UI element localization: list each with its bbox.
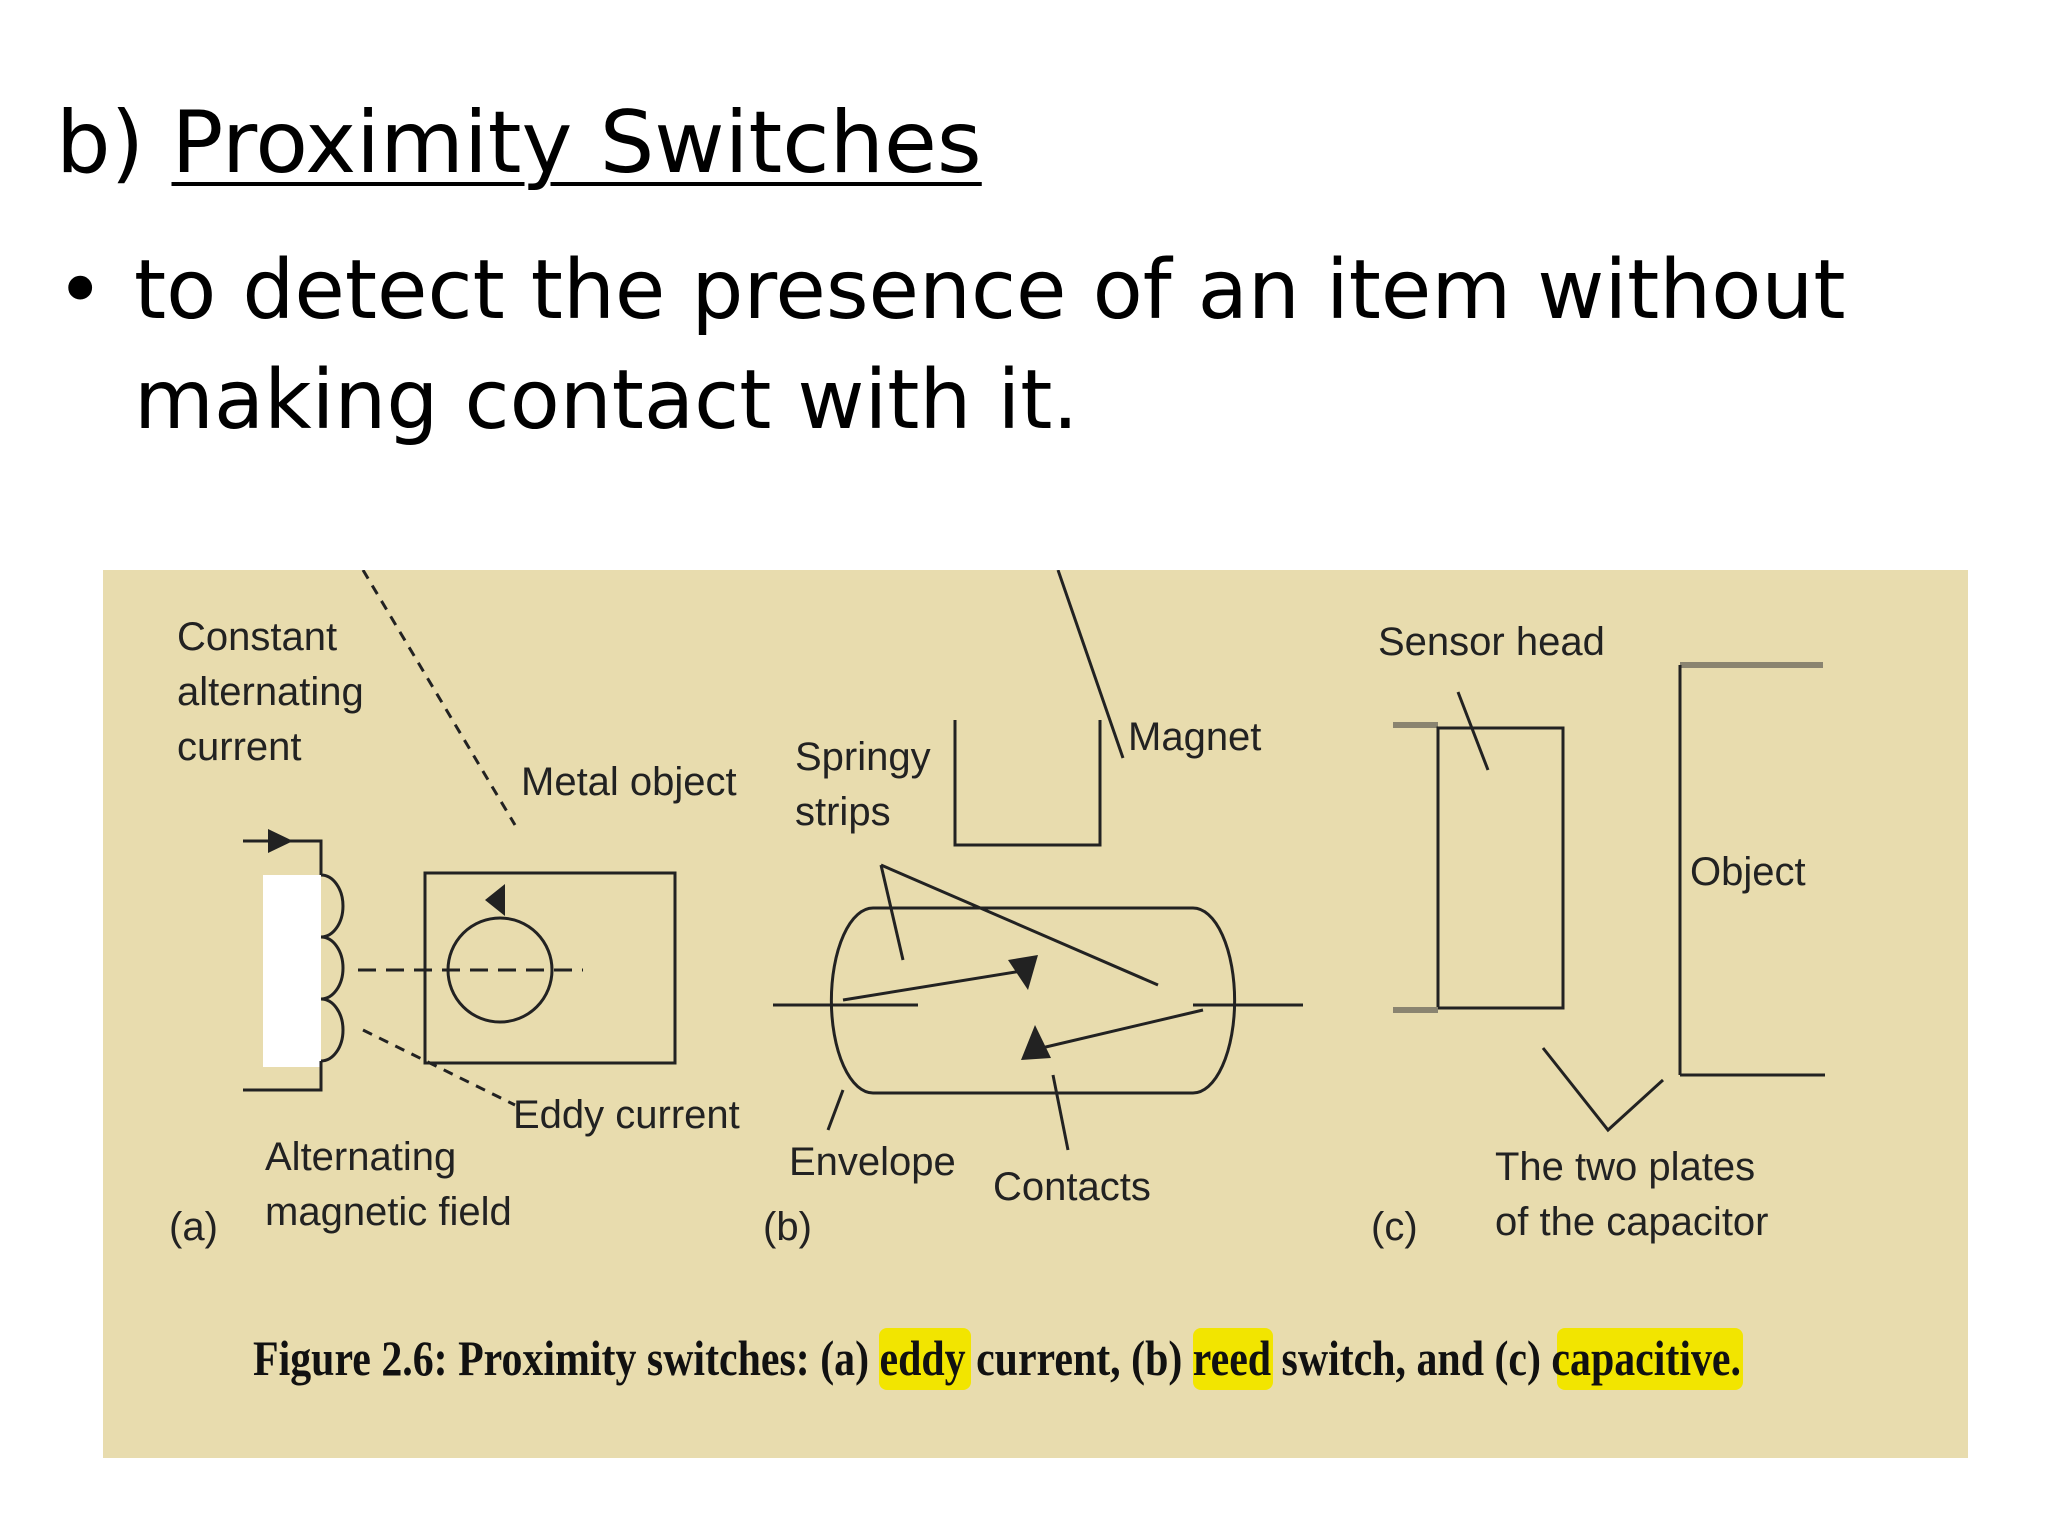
title-prefix: b) bbox=[56, 93, 145, 193]
label-plates-1: The two plates bbox=[1495, 1145, 1755, 1189]
label-contacts: Contacts bbox=[993, 1165, 1151, 1209]
springy-leader-1 bbox=[879, 864, 905, 961]
label-magnet: Magnet bbox=[1128, 715, 1261, 759]
label-constant-2: alternating bbox=[177, 670, 364, 714]
caption-part-3: switch, and (c) bbox=[1271, 1330, 1551, 1386]
caption-part-2: current, (b) bbox=[966, 1330, 1193, 1386]
label-alternating-1: Alternating bbox=[265, 1135, 456, 1179]
proximity-switch-figure: Constant alternating current Metal objec… bbox=[103, 570, 1968, 1458]
bullet-dot-icon: • bbox=[56, 243, 105, 338]
panel-tag-c: (c) bbox=[1371, 1205, 1418, 1249]
label-springy-2: strips bbox=[795, 790, 891, 834]
figure-background bbox=[103, 570, 1968, 1458]
highlight-eddy bbox=[879, 1328, 971, 1390]
panel-c-labels: Sensor head Object The two plates of the… bbox=[1371, 620, 1806, 1249]
panel-b bbox=[773, 570, 1303, 1151]
strip-right bbox=[1032, 1008, 1204, 1052]
coil-winding bbox=[320, 873, 345, 1063]
contact-arrow-upper-icon bbox=[1008, 955, 1038, 990]
coil-lead-bottom bbox=[243, 1061, 323, 1092]
slide-title: b) Proximity Switches bbox=[56, 100, 982, 186]
label-constant-1: Constant bbox=[177, 615, 337, 659]
panel-tag-a: (a) bbox=[169, 1205, 218, 1249]
highlight-reed bbox=[1193, 1328, 1273, 1390]
envelope bbox=[829, 906, 1237, 1095]
current-arrow-icon bbox=[268, 829, 293, 853]
caption-text: Figure 2.6: Proximity switches: (a) eddy… bbox=[253, 1330, 1741, 1386]
highlight-capacitive bbox=[1557, 1328, 1743, 1390]
label-metal-object: Metal object bbox=[521, 760, 737, 804]
figure-caption: Figure 2.6: Proximity switches: (a) eddy… bbox=[253, 1328, 1743, 1390]
sensor-head-plate bbox=[1436, 726, 1565, 1010]
magnet-leader bbox=[1056, 570, 1125, 759]
title-text: Proximity Switches bbox=[171, 93, 982, 193]
caption-highlight-reed: reed bbox=[1193, 1330, 1271, 1386]
field-line-top bbox=[361, 570, 517, 826]
plates-pointer bbox=[1541, 1047, 1665, 1133]
panel-b-labels: Springy strips Magnet Envelope Contacts … bbox=[763, 715, 1261, 1249]
envelope-leader bbox=[826, 1089, 845, 1131]
panel-a bbox=[243, 570, 677, 1107]
figure-diagram: Constant alternating current Metal objec… bbox=[103, 570, 1968, 1458]
label-alternating-2: magnetic field bbox=[265, 1190, 512, 1234]
magnet bbox=[953, 720, 1102, 847]
caption-highlight-capacitive: capacitive. bbox=[1551, 1330, 1741, 1386]
panel-c bbox=[1393, 662, 1825, 1133]
panel-a-labels: Constant alternating current Metal objec… bbox=[169, 615, 740, 1249]
contacts-leader bbox=[1051, 1074, 1070, 1151]
label-envelope: Envelope bbox=[789, 1140, 956, 1184]
caption-part-1: Figure 2.6: Proximity switches: (a) bbox=[253, 1330, 879, 1386]
metal-object bbox=[423, 871, 677, 1065]
label-sensor-head: Sensor head bbox=[1378, 620, 1605, 664]
label-object: Object bbox=[1690, 850, 1806, 894]
strip-left bbox=[842, 968, 1029, 1002]
label-plates-2: of the capacitor bbox=[1495, 1200, 1769, 1244]
eddy-loop bbox=[446, 916, 554, 1024]
sensor-head-leader bbox=[1456, 691, 1490, 771]
bullet-text: to detect the presence of an item withou… bbox=[134, 243, 1846, 448]
label-constant-3: current bbox=[177, 725, 302, 769]
springy-leader-2 bbox=[880, 863, 1159, 987]
panel-tag-b: (b) bbox=[763, 1205, 812, 1249]
label-springy-1: Springy bbox=[795, 735, 931, 779]
caption-highlight-eddy: eddy bbox=[879, 1330, 965, 1386]
label-eddy-current: Eddy current bbox=[513, 1093, 740, 1137]
contact-arrow-lower-icon bbox=[1021, 1025, 1051, 1060]
eddy-arrow-icon bbox=[485, 884, 505, 916]
coil-core bbox=[263, 875, 321, 1067]
